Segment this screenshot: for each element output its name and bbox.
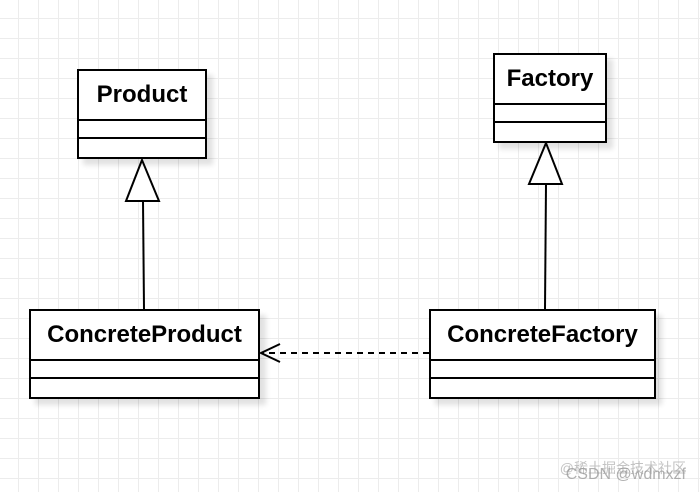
watermark-csdn: CSDN @wdmxzf: [565, 466, 686, 483]
concrete-product-class[interactable]: ConcreteProduct: [29, 309, 260, 399]
inheritance-line-factory: [544, 183, 547, 310]
factory-class-name: Factory: [495, 55, 605, 106]
product-operations: [79, 139, 205, 157]
factory-attributes: [495, 105, 605, 124]
factory-operations: [495, 123, 605, 141]
concrete-product-operations: [31, 379, 258, 397]
dependency-arrowhead: [258, 343, 281, 363]
concrete-factory-attributes: [431, 361, 654, 380]
factory-class[interactable]: Factory: [493, 53, 607, 143]
concrete-factory-class-name: ConcreteFactory: [431, 311, 654, 362]
product-class-name: Product: [79, 71, 205, 122]
concrete-product-class-name: ConcreteProduct: [31, 311, 258, 362]
concrete-product-attributes: [31, 361, 258, 380]
concrete-factory-operations: [431, 379, 654, 397]
watermark-juejin: @稀土掘金技术社区: [559, 460, 686, 476]
product-attributes: [79, 121, 205, 140]
inheritance-arrowhead-product: [124, 157, 161, 202]
product-class[interactable]: Product: [77, 69, 207, 159]
inheritance-arrowhead-factory: [527, 140, 564, 185]
concrete-factory-class[interactable]: ConcreteFactory: [429, 309, 656, 399]
inheritance-line-product: [142, 200, 145, 310]
